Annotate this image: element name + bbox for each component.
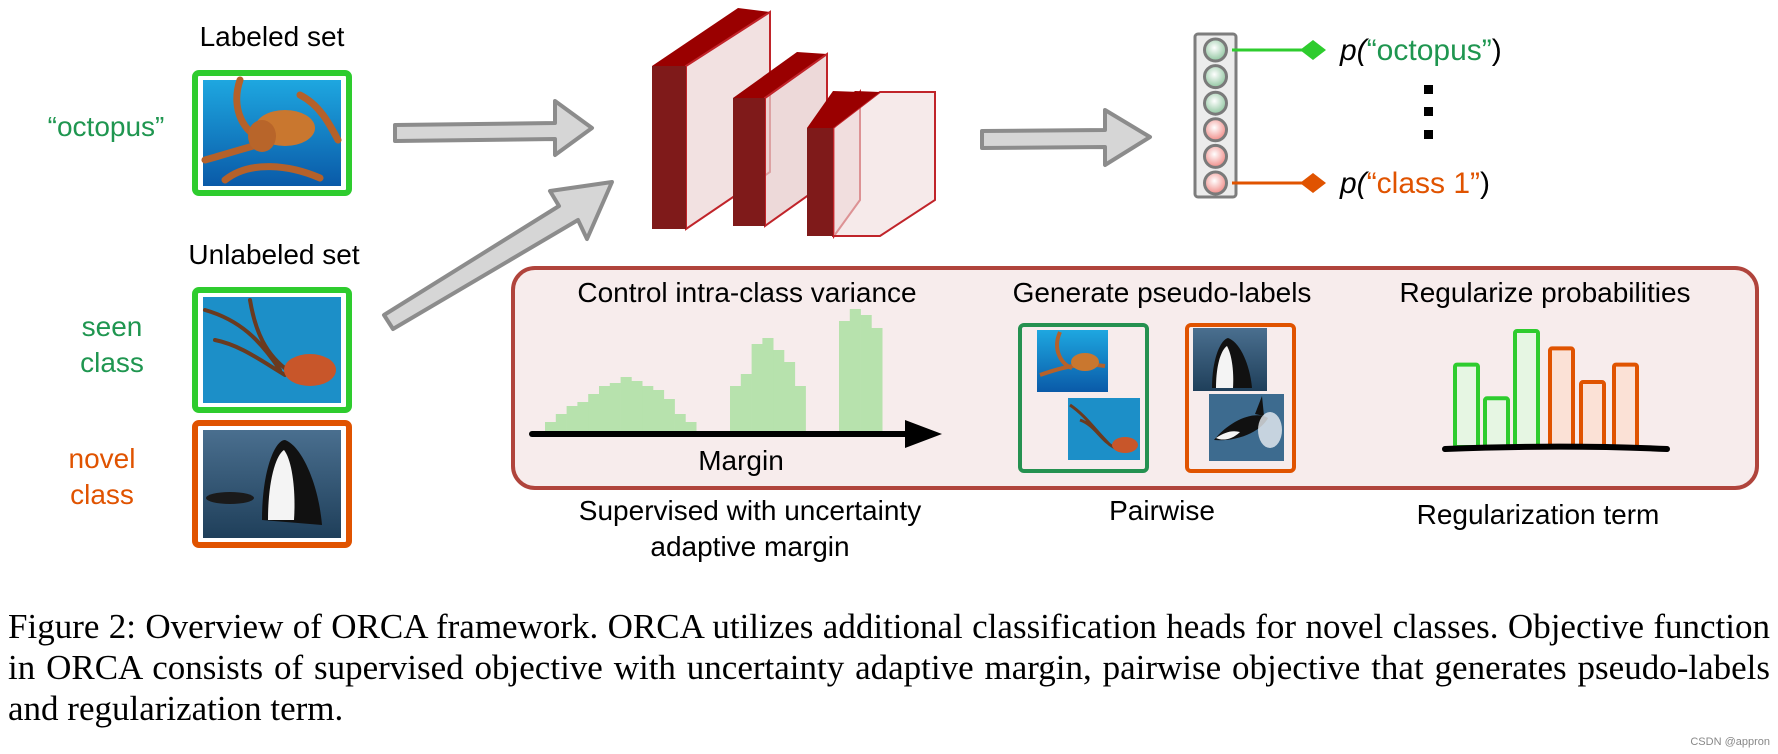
hist-bar-cluster-2 [773, 350, 785, 431]
hist-bar-cluster-1 [566, 406, 578, 431]
orca-image [203, 430, 341, 538]
output-units [1203, 37, 1228, 196]
regularize-bar-chart [1453, 329, 1639, 450]
unlabeled-set-title: Unlabeled set [188, 239, 359, 270]
hist-bar-cluster-1 [577, 402, 589, 431]
class1-class-name: “class 1” [1367, 167, 1480, 200]
hist-bar-cluster-1 [545, 422, 557, 431]
regularization-caption: Regularization term [1417, 499, 1660, 530]
output-unit-seen [1203, 37, 1228, 63]
novel-class-label-line2: class [70, 479, 134, 510]
network-to-output-arrow [980, 108, 1152, 167]
network-layer-2 [733, 52, 828, 228]
octopus-output-diamond-icon [1300, 40, 1326, 60]
labeled-set-title: Labeled set [200, 21, 345, 52]
network-layer-3 [807, 88, 936, 240]
panel-title-regularize: Regularize probabilities [1399, 277, 1690, 308]
octopus-probability-label: p(“octopus”) [1339, 34, 1502, 67]
novel-image-frame [192, 420, 352, 548]
reg-bar-novel-1 [1548, 346, 1575, 449]
pair-seen-image-1 [1037, 330, 1108, 392]
output-unit-novel [1203, 170, 1228, 196]
hist-bar-cluster-1 [620, 377, 632, 431]
seen-image-frame [192, 287, 352, 413]
novel-pair-group [1185, 323, 1296, 473]
seen-class-label-line1: seen [82, 311, 143, 342]
hist-bar-cluster-1 [631, 381, 643, 431]
labeled-to-network-arrow [393, 99, 594, 157]
regularize-baseline [1442, 443, 1670, 452]
reg-bar-seen-1 [1453, 362, 1480, 450]
output-unit-novel [1203, 117, 1228, 143]
hist-bar-cluster-1 [588, 394, 600, 431]
close-paren: ) [1492, 34, 1502, 67]
panel-title-pseudo-labels: Generate pseudo-labels [1013, 277, 1312, 308]
hist-bar-cluster-2 [740, 374, 752, 431]
hist-bar-cluster-2 [762, 338, 774, 431]
octopus-class-label: “octopus” [48, 111, 165, 142]
class1-probability-label: p(“class 1”) [1339, 167, 1490, 200]
orca-framework-diagram: Labeled set “octopus” Unlabeled set seen… [48, 8, 1759, 562]
output-unit-seen [1203, 64, 1228, 90]
variance-caption-line1: Supervised with uncertainty [579, 495, 921, 526]
hist-bar-cluster-1 [653, 390, 665, 431]
margin-histogram [545, 309, 883, 431]
reg-bar-seen-3 [1513, 329, 1540, 449]
output-unit-seen [1203, 90, 1228, 116]
hist-bar-cluster-1 [674, 414, 686, 431]
close-paren: ) [1480, 167, 1490, 200]
novel-class-label-line1: novel [69, 443, 136, 474]
output-unit-novel [1203, 143, 1228, 169]
watermark: CSDN @appron [1690, 736, 1770, 748]
octopus-image [201, 76, 342, 186]
pair-seen-image-2 [1068, 398, 1140, 460]
hist-bar-cluster-2 [794, 386, 806, 431]
unlabeled-to-network-arrow [382, 180, 614, 331]
hist-bar-cluster-1 [685, 422, 697, 431]
pair-novel-image-2 [1209, 394, 1284, 461]
seen-octopus-image [203, 297, 341, 403]
labeled-image-frame [192, 70, 352, 196]
hist-bar-cluster-3 [849, 309, 861, 431]
seen-class-label-line2: class [80, 347, 144, 378]
hist-bar-cluster-2 [784, 362, 796, 431]
margin-axis-label: Margin [698, 445, 784, 476]
hist-bar-cluster-1 [599, 386, 611, 431]
pair-novel-image-1 [1193, 328, 1267, 391]
hist-bar-cluster-1 [609, 383, 621, 431]
margin-axis-arrowhead-icon [905, 420, 942, 448]
p-symbol: p( [1339, 34, 1370, 67]
variance-caption-line2: adaptive margin [650, 531, 849, 562]
hist-bar-cluster-3 [860, 315, 872, 431]
seen-pair-group [1018, 323, 1149, 473]
hist-bar-cluster-1 [642, 386, 654, 431]
hist-bar-cluster-1 [555, 414, 567, 431]
figure-caption: Figure 2: Overview of ORCA framework. OR… [8, 607, 1770, 728]
hist-bar-cluster-3 [839, 321, 851, 431]
hist-bar-cluster-1 [663, 399, 675, 431]
p-symbol: p( [1339, 167, 1370, 200]
hist-bar-cluster-2 [751, 344, 763, 431]
reg-bar-novel-3 [1612, 362, 1639, 450]
octopus-class-name: “octopus” [1367, 34, 1492, 67]
reg-bar-seen-2 [1483, 396, 1510, 449]
reg-bar-novel-2 [1579, 380, 1606, 450]
vertical-ellipsis-icon [1424, 85, 1433, 139]
class1-output-diamond-icon [1300, 173, 1326, 193]
hist-bar-cluster-2 [730, 386, 742, 431]
pairwise-caption: Pairwise [1109, 495, 1215, 526]
hist-bar-cluster-3 [871, 328, 883, 431]
panel-title-variance: Control intra-class variance [577, 277, 916, 308]
